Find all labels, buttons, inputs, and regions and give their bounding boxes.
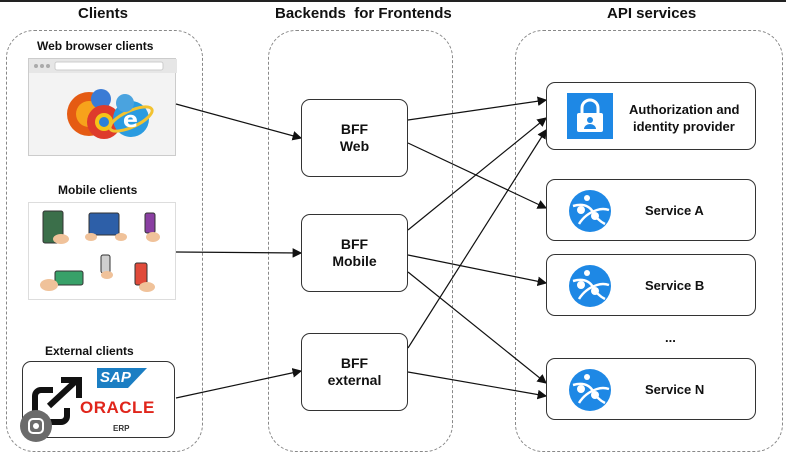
auth-provider-node[interactable]: Authorization and identity provider xyxy=(546,82,756,150)
arrow-bff-external-to-auth xyxy=(407,128,547,349)
service-b-node[interactable]: Service B xyxy=(546,254,756,316)
bff-mobile-line1: BFF xyxy=(340,236,369,252)
bff-web-line2: Web xyxy=(339,138,370,154)
image-search-button[interactable] xyxy=(20,410,52,442)
web-clients-label: Web browser clients xyxy=(37,39,154,53)
browser-window-icon: e xyxy=(29,59,177,139)
arrow-bff-external-to-service-n xyxy=(407,371,548,400)
lens-icon xyxy=(28,418,44,434)
arrow-bff-web-to-auth xyxy=(407,96,548,121)
top-border xyxy=(0,0,786,2)
erp-text: ERP xyxy=(113,424,130,433)
bff-external-line1: BFF xyxy=(340,355,369,371)
arrow-bff-mobile-to-service-n xyxy=(407,271,547,384)
mobile-clients-label: Mobile clients xyxy=(58,183,138,197)
auth-label-line2: identity provider xyxy=(633,119,735,134)
arrow-web-to-bff-web xyxy=(175,103,303,141)
auth-label-line1: Authorization and xyxy=(629,102,740,117)
bff-mobile-line2: Mobile xyxy=(332,253,377,269)
bff-group xyxy=(268,30,453,452)
bff-external-node[interactable]: BFF external xyxy=(301,333,408,411)
bff-web-node[interactable]: BFF Web xyxy=(301,99,408,177)
mobile-devices-illustration xyxy=(28,202,176,300)
more-services-ellipsis: ... xyxy=(665,330,676,345)
arrow-mobile-to-bff-mobile xyxy=(175,248,303,258)
bff-web-line1: BFF xyxy=(340,121,369,137)
lock-person-icon xyxy=(567,93,613,139)
service-a-label: Service A xyxy=(645,203,704,218)
mobile-devices-icon xyxy=(40,210,160,292)
external-clients-label: External clients xyxy=(45,344,134,358)
service-b-globe-icon xyxy=(569,265,611,307)
api-column-title: API services xyxy=(607,5,697,22)
service-n-label: Service N xyxy=(645,382,705,397)
clients-group xyxy=(6,30,203,452)
arrow-external-to-bff-external xyxy=(175,368,303,399)
arrow-bff-mobile-to-service-b xyxy=(407,254,548,287)
arrow-bff-mobile-to-auth xyxy=(407,117,547,231)
bff-external-line2: external xyxy=(327,372,382,388)
web-browser-illustration: e xyxy=(28,58,177,156)
svg-text:e: e xyxy=(123,108,138,133)
bff-mobile-node[interactable]: BFF Mobile xyxy=(301,214,408,292)
service-n-globe-icon xyxy=(569,369,611,411)
clients-column-title: Clients xyxy=(78,5,129,22)
service-n-node[interactable]: Service N xyxy=(546,358,756,420)
arrow-bff-web-to-service-a xyxy=(407,142,548,209)
sap-logo-text: SAP xyxy=(100,369,131,386)
oracle-logo-text: ORACLE xyxy=(80,398,155,417)
service-a-node[interactable]: Service A xyxy=(546,179,756,241)
api-group xyxy=(515,30,783,452)
bff-column-title: Backends for Frontends xyxy=(275,5,452,22)
service-a-globe-icon xyxy=(569,190,611,232)
service-b-label: Service B xyxy=(645,278,705,293)
